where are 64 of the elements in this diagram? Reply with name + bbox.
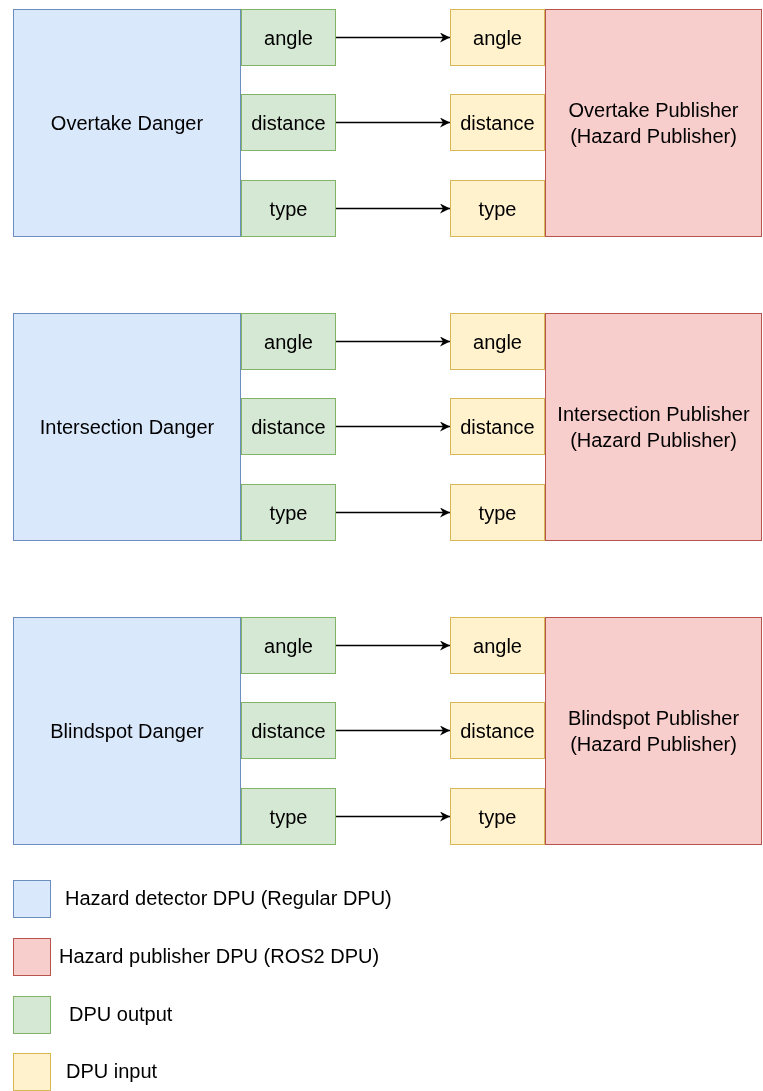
input-port-box [450, 94, 545, 151]
publisher-box [545, 617, 762, 845]
legend-label: DPU input [66, 1060, 158, 1083]
arrow [335, 811, 451, 822]
node-label: Intersection Publisher [557, 402, 750, 427]
output-port-box [241, 94, 336, 151]
node-label: type [478, 196, 517, 222]
arrow [335, 725, 451, 736]
publisher-box [545, 9, 762, 237]
arrow [335, 203, 451, 214]
node-label: (Hazard Publisher) [570, 124, 737, 149]
node-label: angle [264, 25, 313, 51]
input-port-box [450, 180, 545, 237]
input-port-box [450, 617, 545, 674]
node-label: Overtake Publisher [568, 98, 739, 123]
output-port-box [241, 313, 336, 370]
node-label: distance [460, 414, 535, 440]
node-label: (Hazard Publisher) [570, 428, 737, 453]
legend-label: Hazard detector DPU (Regular DPU) [65, 887, 392, 910]
arrow [335, 640, 451, 651]
input-port-box [450, 484, 545, 541]
node-label: type [478, 804, 517, 830]
node-label: Blindspot Publisher [567, 706, 740, 731]
node-label: Overtake Danger [50, 111, 204, 136]
arrow [335, 507, 451, 518]
output-port-box [241, 617, 336, 674]
input-port-box [450, 313, 545, 370]
detector-box [13, 617, 241, 845]
detector-box [13, 313, 241, 541]
output-port-box [241, 398, 336, 455]
node-label: distance [460, 718, 535, 744]
node-label: Intersection Danger [39, 415, 215, 440]
detector-box [13, 9, 241, 237]
legend-label: DPU output [69, 1003, 173, 1026]
node-label: type [478, 500, 517, 526]
output-port-box [241, 484, 336, 541]
node-label: angle [264, 329, 313, 355]
node-label: distance [460, 110, 535, 136]
node-label: type [269, 196, 308, 222]
output-port-box [241, 9, 336, 66]
node-label: angle [473, 25, 522, 51]
input-port-box [450, 788, 545, 845]
output-port-box [241, 788, 336, 845]
arrow [335, 117, 451, 128]
node-label: (Hazard Publisher) [570, 732, 737, 757]
arrow [335, 336, 451, 347]
node-label: angle [264, 633, 313, 659]
input-port-box [450, 9, 545, 66]
node-label: type [269, 500, 308, 526]
node-label: distance [251, 110, 326, 136]
node-label: type [269, 804, 308, 830]
input-port-box [450, 702, 545, 759]
publisher-box [545, 313, 762, 541]
node-label: angle [473, 329, 522, 355]
node-label: distance [251, 718, 326, 744]
node-label: Blindspot Danger [50, 719, 204, 744]
arrow [335, 32, 451, 43]
output-port-box [241, 180, 336, 237]
node-label: angle [473, 633, 522, 659]
legend-label: Hazard publisher DPU (ROS2 DPU) [59, 945, 380, 968]
node-label: distance [251, 414, 326, 440]
arrow [335, 421, 451, 432]
output-port-box [241, 702, 336, 759]
input-port-box [450, 398, 545, 455]
